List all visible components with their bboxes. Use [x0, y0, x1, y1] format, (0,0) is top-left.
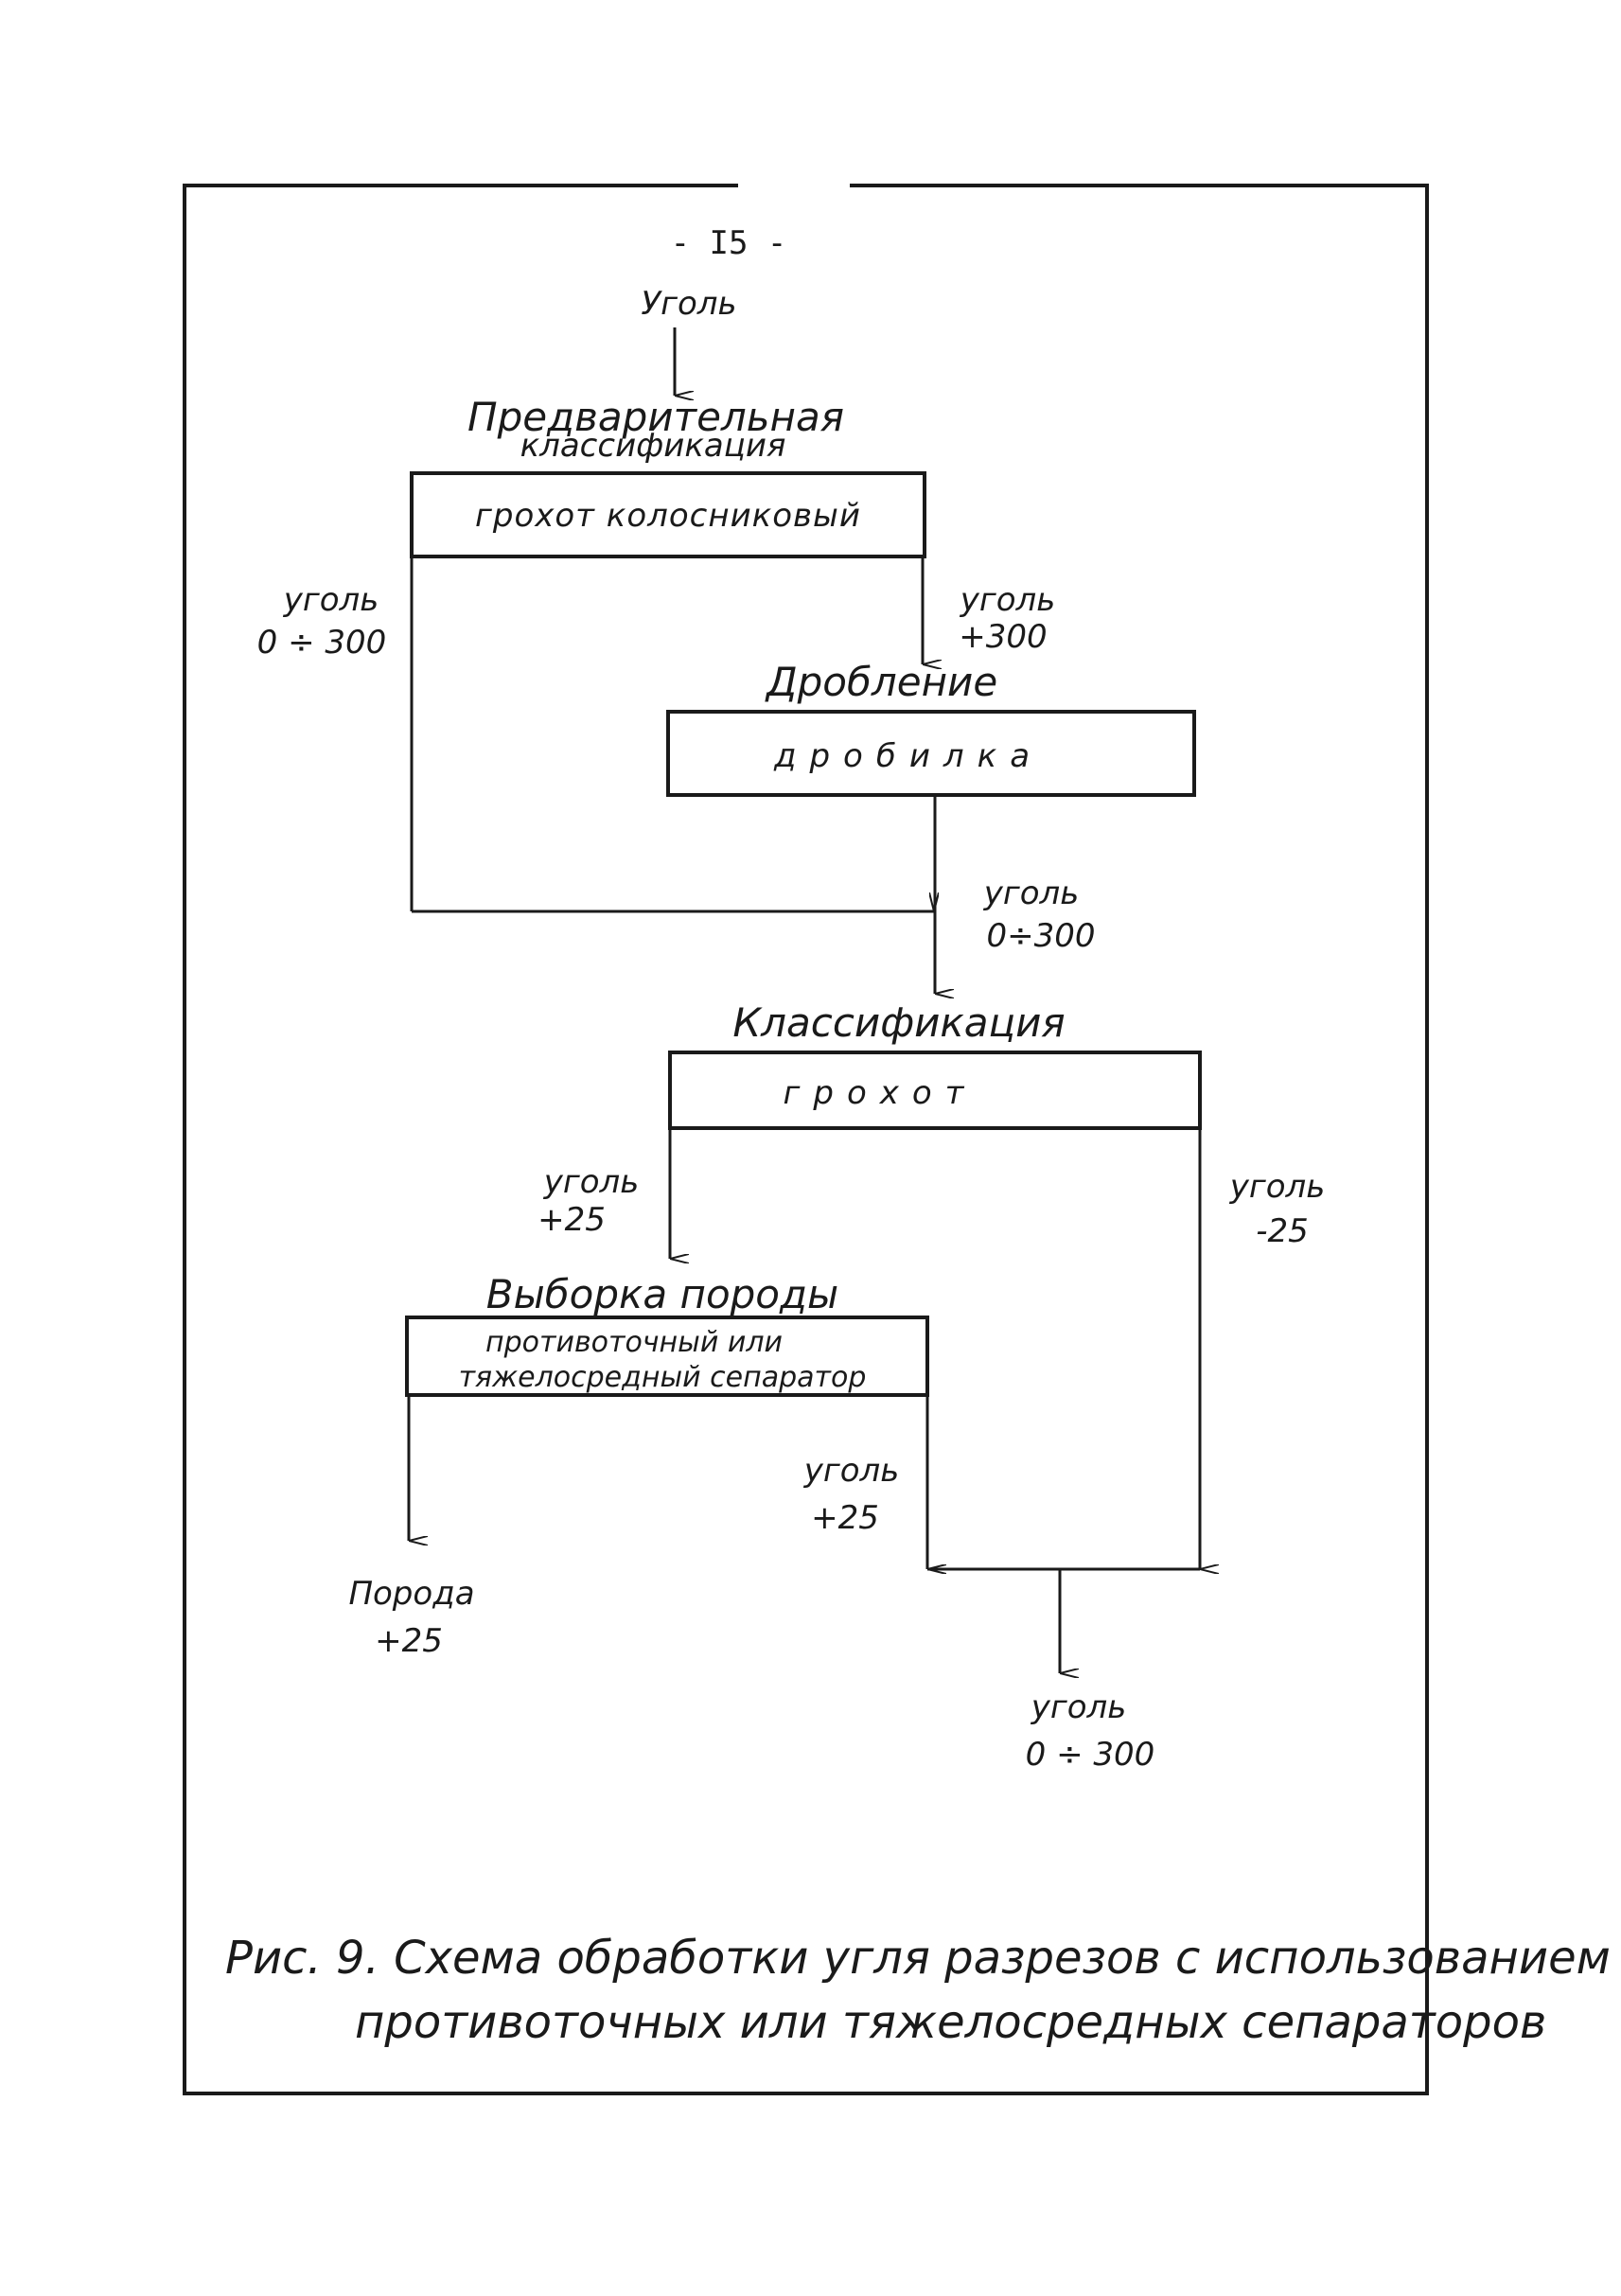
box-crushing — [666, 710, 1196, 797]
equipment-crusher: дробилка — [773, 737, 1043, 775]
flow-product-name: уголь — [1031, 1688, 1127, 1726]
figure-caption-line2: противоточных или тяжелосредных сепарато… — [355, 1996, 1546, 2049]
flow-to-separator-name: уголь — [543, 1163, 640, 1201]
flow-to-separator-size: +25 — [537, 1201, 606, 1239]
flow-product-size: 0 ÷ 300 — [1026, 1736, 1155, 1774]
equipment-separator-2: тяжелосредный сепаратор — [459, 1361, 867, 1394]
flow-after-crusher-name: уголь — [983, 874, 1080, 912]
stage-title-pre-classification-2: классификация — [520, 427, 786, 465]
equipment-separator-1: противоточный или — [485, 1326, 783, 1359]
stage-title-rock-picking: Выборка породы — [486, 1271, 838, 1317]
flow-bypass-size: 0 ÷ 300 — [257, 624, 387, 662]
flow-rock-size: +25 — [375, 1622, 443, 1660]
flow-bypass-name: уголь — [283, 581, 379, 619]
flow-fines-size: -25 — [1256, 1212, 1309, 1250]
box-classification — [668, 1051, 1202, 1130]
stage-title-pre-classification-1: Предварительная — [467, 394, 844, 440]
flow-after-crusher-size: 0÷300 — [986, 917, 1095, 955]
flow-separator-coal-name: уголь — [803, 1452, 900, 1490]
page-number: - I5 - — [671, 224, 787, 262]
box-pre-classification — [410, 471, 926, 558]
stage-title-classification: Классификация — [732, 999, 1065, 1046]
figure-caption-line1: Рис. 9. Схема обработки угля разрезов с … — [225, 1932, 1611, 1985]
flow-to-crusher-name: уголь — [960, 581, 1056, 619]
equipment-screen: грохот — [784, 1074, 978, 1112]
equipment-grate-screen: грохот колосниковый — [475, 497, 861, 535]
flow-rock-name: Порода — [348, 1575, 474, 1613]
flow-to-crusher-size: +300 — [959, 618, 1047, 656]
page-frame — [183, 184, 1429, 2095]
stage-title-crushing: Дробление — [765, 659, 997, 705]
flow-separator-coal-size: +25 — [811, 1499, 879, 1537]
flow-fines-name: уголь — [1229, 1168, 1326, 1206]
box-separator — [405, 1316, 929, 1397]
input-label: Уголь — [641, 285, 736, 323]
